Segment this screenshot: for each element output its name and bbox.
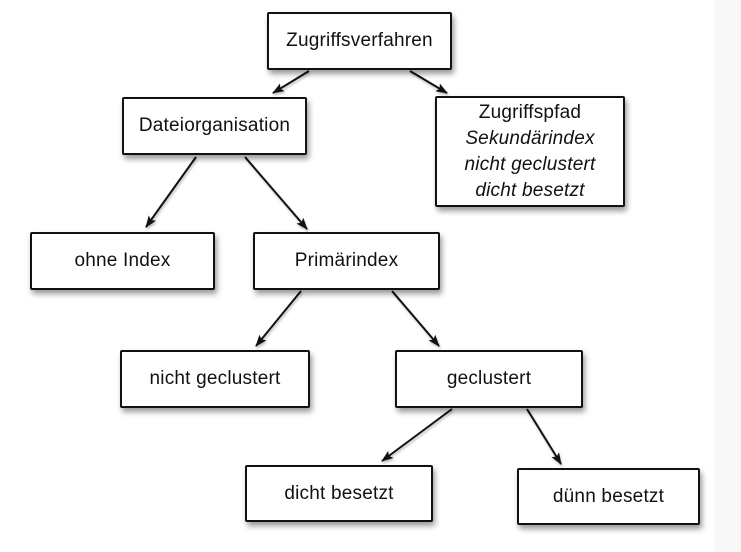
edge-zugriffsverfahren-dateiorganisation (272, 70, 310, 94)
node-label: ohne Index (74, 250, 171, 271)
node-nicht-geclustert: nicht geclustert (120, 350, 310, 408)
node-label: dünn besetzt (552, 485, 665, 507)
right-margin-strip (715, 0, 741, 552)
edge-primaerindex-geclustert (391, 290, 440, 347)
edge-dateiorganisation-primaerindex (244, 156, 308, 230)
node-label-line: Sekundärindex (465, 127, 595, 149)
edge-primaerindex-nicht-geclustert (255, 290, 302, 347)
node-zugriffsverfahren: Zugriffsverfahren (267, 12, 452, 70)
node-label: Primärindex (294, 250, 399, 271)
node-label: geclustert (446, 368, 532, 389)
edge-zugriffsverfahren-zugriffspfad (409, 70, 448, 94)
node-ohne-index: ohne Index (30, 232, 215, 290)
node-geclustert: geclustert (395, 350, 583, 408)
node-label: Zugriffsverfahren (286, 30, 433, 51)
node-duenn-besetzt: dünn besetzt (517, 468, 700, 525)
node-primaerindex: Primärindex (253, 232, 440, 290)
edge-dateiorganisation-ohne-index (145, 156, 197, 228)
node-label: nicht geclustert (149, 368, 281, 389)
node-dateiorganisation: Dateiorganisation (122, 97, 307, 155)
edge-geclustert-duenn-besetzt (526, 408, 562, 465)
node-label: Dateiorganisation (138, 115, 291, 136)
node-label-line: dicht besetzt (475, 179, 585, 201)
node-label-line: Zugriffspfad (478, 101, 582, 123)
node-zugriffspfad: Zugriffspfad Sekundärindex nicht geclust… (435, 96, 625, 207)
edge-geclustert-dicht-besetzt (381, 408, 453, 462)
node-label-line: nicht geclustert (464, 153, 596, 175)
node-dicht-besetzt: dicht besetzt (245, 465, 433, 522)
node-label: dicht besetzt (284, 482, 394, 504)
